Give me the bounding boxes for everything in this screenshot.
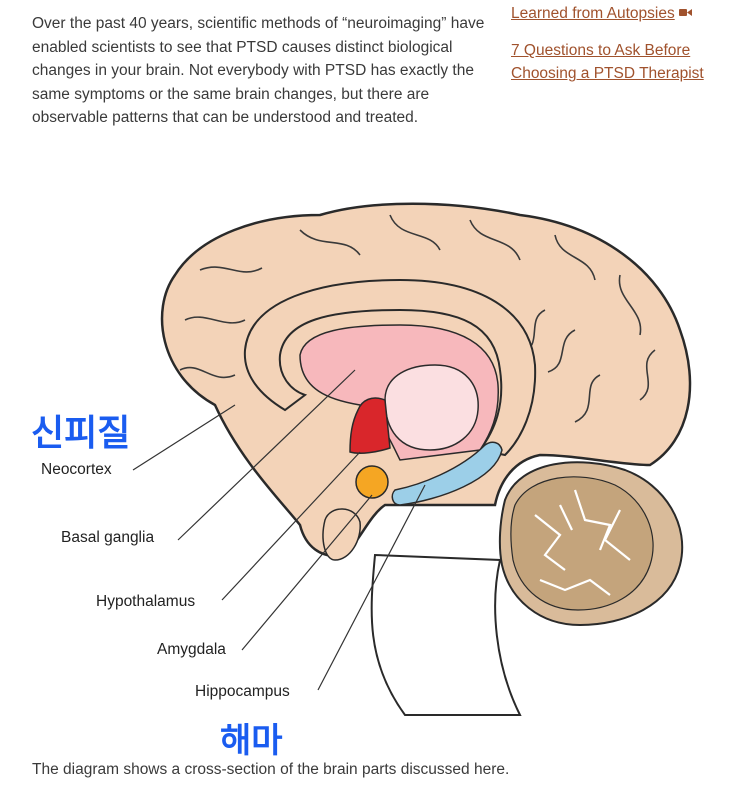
leader-lines — [132, 369, 426, 691]
amygdala-label: Amygdala — [157, 641, 226, 658]
brain-diagram: 신피질 Neocortex Basal ganglia Hypothalamus… — [0, 160, 743, 761]
brainstem — [370, 553, 522, 716]
neocortex-korean-label: 신피질 — [31, 413, 131, 454]
related-links: Learned from Autopsies 7 Questions to As… — [511, 2, 736, 85]
hippocampus-label: Hippocampus — [195, 683, 290, 700]
gyri-lines — [179, 214, 656, 423]
corpus-callosum — [243, 278, 537, 457]
therapist-questions-link[interactable]: 7 Questions to Ask Before Choosing a PTS… — [511, 42, 704, 82]
hypothalamus-label: Hypothalamus — [96, 593, 196, 610]
hypothalamus-shape — [349, 397, 391, 454]
basal-ganglia-label: Basal ganglia — [61, 529, 155, 546]
neocortex-label: Neocortex — [41, 461, 112, 478]
intro-paragraph: Over the past 40 years, scientific metho… — [32, 15, 485, 126]
autopsies-link-label: Learned from Autopsies — [511, 5, 675, 22]
autopsies-link[interactable]: Learned from Autopsies — [511, 2, 736, 25]
amygdala-shape — [355, 465, 389, 499]
hippocampus-korean-label: 해마 — [220, 721, 283, 761]
thalamus-shape — [384, 364, 479, 451]
pituitary-shape — [322, 508, 361, 561]
brain-illustration — [132, 202, 692, 716]
cerebellum — [498, 461, 684, 627]
figure-caption: The diagram shows a cross-section of the… — [32, 761, 510, 778]
hippocampus-shape — [391, 441, 503, 506]
video-camera-icon — [678, 9, 692, 16]
